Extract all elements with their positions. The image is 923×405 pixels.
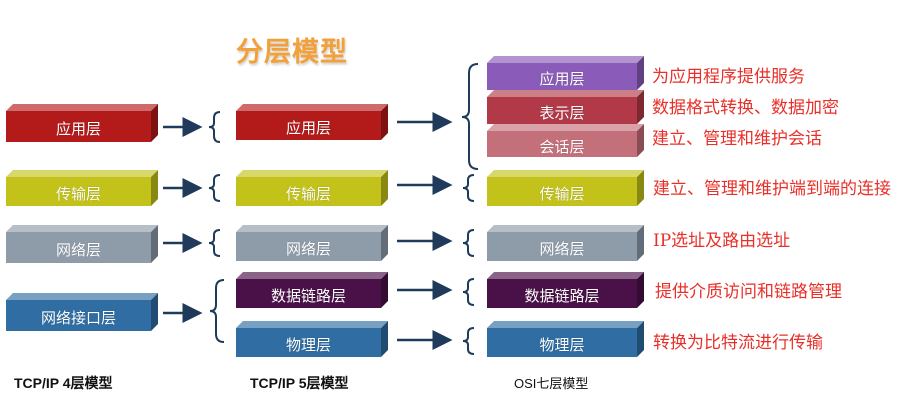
osi-layer-session: 会话层 [487,124,644,157]
caption-tcpip5: TCP/IP 5层模型 [250,375,349,391]
desc-physical: 转换为比特流进行传输 [653,333,823,353]
brace-icon [462,278,475,306]
desc-transport: 建立、管理和维护端到端的连接 [653,179,891,199]
block-shape [236,225,388,261]
osi-layer-network: 网络层 [487,225,644,261]
brace-icon [462,327,475,355]
brace-icon [461,63,479,170]
osi-layer-datalink: 数据链路层 [487,272,644,308]
block-shape [236,321,388,357]
layer-label: 应用层 [539,70,585,88]
brace-icon [208,111,221,143]
layer-label: 物理层 [539,336,585,354]
layer-label: 网络层 [285,240,331,258]
layer-label: 应用层 [285,119,331,137]
block-shape [6,293,158,331]
desc-datalink: 提供介质访问和链路管理 [655,282,842,302]
block-shape [487,170,644,206]
brace-icon [208,174,221,202]
layer-label: 数据链路层 [270,287,346,305]
layer-label: 传输层 [539,185,585,203]
brace-icon [462,174,475,202]
osi-layer-physical: 物理层 [487,321,644,357]
caption-osi7: OSI七层模型 [514,376,589,391]
block-shape [487,56,644,90]
block-shape [6,104,158,142]
layer-label: 传输层 [285,185,331,203]
block-shape [487,90,644,124]
brace-icon [209,279,225,343]
layer-label: 网络接口层 [40,309,116,327]
layer-label: 网络层 [55,241,101,259]
desc-session: 建立、管理和维护会话 [652,129,822,149]
layer-label: 应用层 [55,120,101,138]
desc-presentation: 数据格式转换、数据加密 [652,98,839,118]
brace-icon [208,229,221,257]
brace-icon [462,229,475,257]
caption-tcpip4: TCP/IP 4层模型 [14,375,113,391]
block-shape [487,321,644,357]
block-shape [6,170,158,206]
tcpip4-layer-interface: 网络接口层 [6,293,158,331]
layer-label: 表示层 [539,104,585,122]
desc-application: 为应用程序提供服务 [652,67,805,87]
osi-layer-presentation: 表示层 [487,90,644,124]
tcpip5-layer-network: 网络层 [236,225,388,261]
tcpip5-layer-physical: 物理层 [236,321,388,357]
block-shape [236,170,388,206]
tcpip4-layer-network: 网络层 [6,225,158,263]
block-shape [487,272,644,308]
layer-label: 传输层 [55,185,101,203]
block-shape [487,225,644,261]
tcpip5-layer-application: 应用层 [236,104,388,140]
tcpip4-layer-application: 应用层 [6,104,158,142]
page-title: 分层模型 [236,37,348,68]
tcpip5-layer-datalink: 数据链路层 [236,272,388,308]
tcpip5-layer-transport: 传输层 [236,170,388,206]
desc-network: IP选址及路由选址 [653,231,791,251]
tcpip4-layer-transport: 传输层 [6,170,158,206]
osi-layer-application: 应用层 [487,56,644,90]
block-shape [236,272,388,308]
layer-label: 会话层 [539,137,585,156]
block-shape [6,225,158,263]
block-shape [487,124,644,157]
osi-layer-transport: 传输层 [487,170,644,206]
layer-label: 网络层 [539,240,585,258]
block-shape [236,104,388,140]
layer-label: 物理层 [285,336,331,354]
layer-label: 数据链路层 [524,287,600,305]
